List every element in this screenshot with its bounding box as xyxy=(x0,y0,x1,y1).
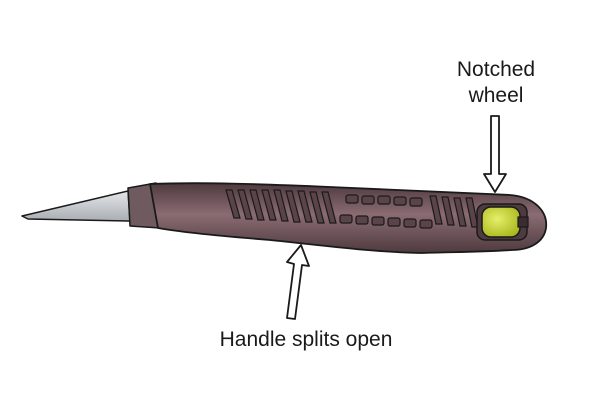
notched-wheel-label-line2: wheel xyxy=(468,84,524,107)
grip-dimples xyxy=(339,194,433,229)
wheel-arrow xyxy=(483,115,507,193)
grip-slots xyxy=(225,189,479,228)
notched-wheel xyxy=(481,206,521,238)
blade xyxy=(21,190,131,222)
handle-arrow xyxy=(286,244,310,320)
handle-splits-open-label: Handle splits open xyxy=(219,328,393,351)
notched-wheel-label-line1: Notched xyxy=(456,58,536,81)
wheel-axle xyxy=(517,216,529,228)
notched-wheel-label: Notched wheel xyxy=(436,57,556,109)
